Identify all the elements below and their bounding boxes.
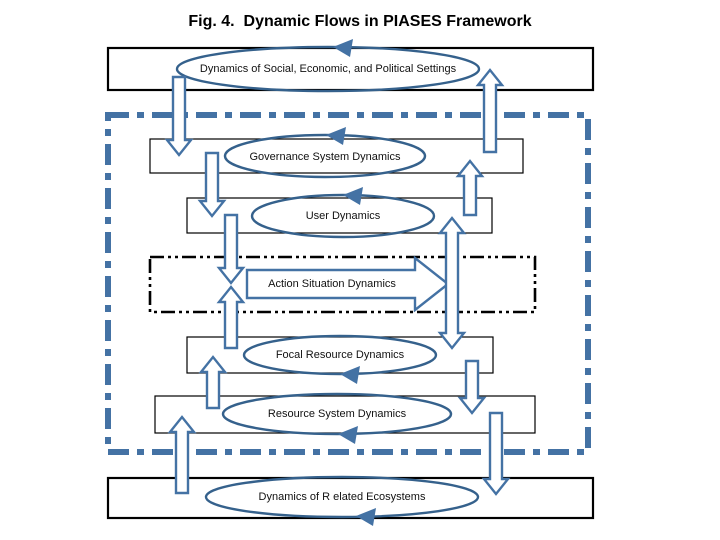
arrow-down-settings-to-governance-icon bbox=[164, 75, 194, 157]
focal-loop-arrowhead-icon bbox=[340, 366, 360, 384]
focal-loop-ellipse bbox=[242, 334, 438, 376]
governance-loop-ellipse bbox=[223, 133, 427, 179]
settings-loop-arrowhead-icon bbox=[333, 39, 353, 57]
arrow-down-focal-to-resource-icon bbox=[457, 359, 487, 415]
arrow-up-resource-to-focal-icon bbox=[198, 355, 228, 410]
ecosystems-loop-ellipse bbox=[204, 475, 480, 519]
arrow-up-governance-to-settings-icon bbox=[475, 68, 505, 154]
arrow-up-focal-to-action-icon bbox=[216, 285, 246, 350]
settings-loop-ellipse bbox=[175, 45, 481, 93]
arrow-up-user-to-governance-icon bbox=[455, 159, 485, 217]
action-situation-dashed-box bbox=[148, 255, 537, 314]
resource-loop-arrowhead-icon bbox=[338, 426, 358, 444]
resource-loop-ellipse bbox=[221, 392, 453, 436]
governance-loop-arrowhead-icon bbox=[326, 127, 346, 145]
arrow-down-governance-to-user-icon bbox=[197, 151, 227, 218]
ecosystems-loop-arrowhead-icon bbox=[356, 508, 376, 526]
system-boundary-dashed-border bbox=[105, 112, 591, 455]
arrow-double-user-focal-icon bbox=[437, 216, 467, 350]
arrow-down-resource-to-ecosystems-icon bbox=[481, 411, 511, 496]
arrow-up-ecosystems-to-resource-icon bbox=[167, 415, 197, 495]
user-loop-ellipse bbox=[250, 193, 436, 239]
user-box bbox=[186, 197, 493, 234]
action-situation-right-arrow bbox=[245, 255, 450, 313]
figure-title: Fig. 4. Dynamic Flows in PIASES Framewor… bbox=[188, 13, 532, 30]
user-loop-arrowhead-icon bbox=[343, 187, 363, 205]
arrow-down-user-to-action-icon bbox=[216, 213, 246, 285]
